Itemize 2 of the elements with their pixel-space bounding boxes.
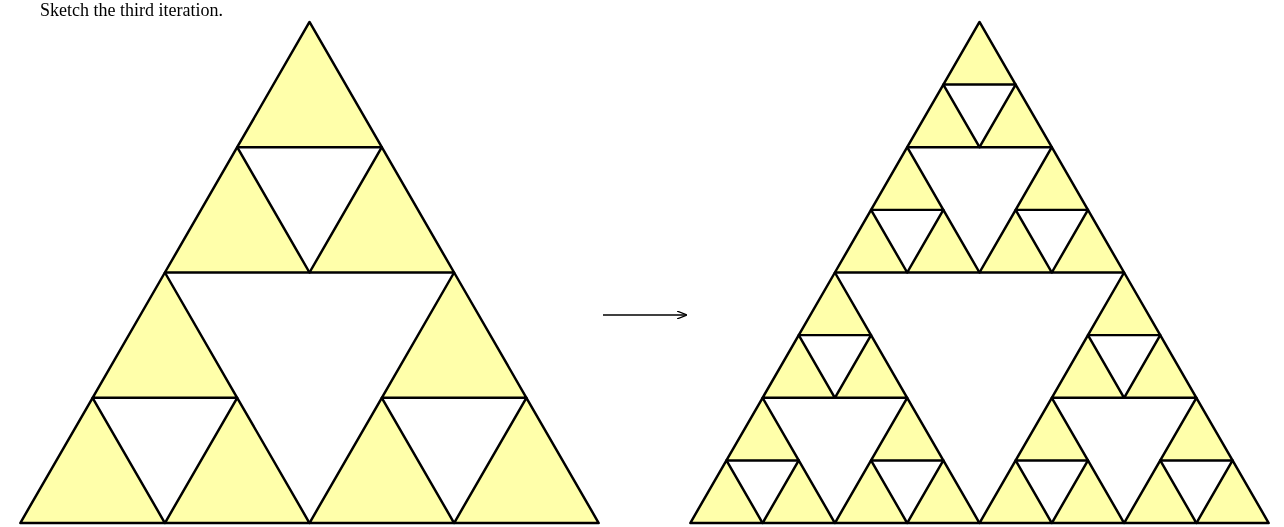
arrow: [602, 310, 688, 320]
instruction-text: Sketch the third iteration.: [40, 0, 223, 21]
